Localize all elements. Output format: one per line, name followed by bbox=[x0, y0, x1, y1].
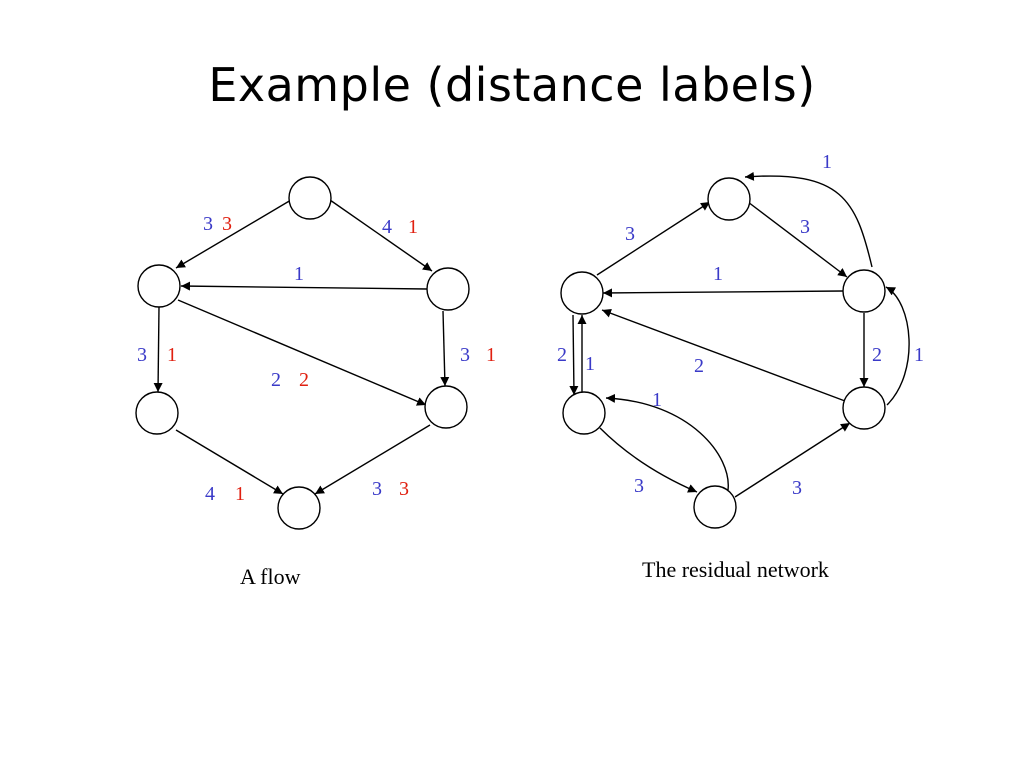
flow-node-left-upper bbox=[137, 264, 181, 308]
residual-edge-label: 2 bbox=[557, 344, 567, 366]
residual-graph-caption: The residual network bbox=[642, 557, 829, 582]
residual-edge-right-upper-top bbox=[744, 171, 873, 268]
residual-edge-label: 2 bbox=[872, 344, 882, 366]
residual-edge-label: 1 bbox=[585, 353, 595, 375]
flow-edge-right-lower-bottom bbox=[314, 424, 431, 495]
flow-node-top bbox=[288, 176, 332, 220]
residual-edge-left-upper-left-lower bbox=[569, 314, 579, 396]
residual-edge-bottom-right-lower bbox=[734, 422, 851, 498]
flow-edge-capacity-label: 3 bbox=[203, 213, 213, 235]
flow-node-right-upper bbox=[426, 267, 470, 311]
residual-edge-top-right-upper bbox=[747, 201, 848, 278]
flow-node-left-lower bbox=[135, 391, 179, 435]
flow-edge-capacity-label: 3 bbox=[137, 344, 147, 366]
residual-edge-left-lower-bottom bbox=[599, 427, 698, 493]
flow-edge-flow-label: 1 bbox=[408, 216, 418, 238]
residual-node-top bbox=[707, 177, 751, 221]
residual-node-left-upper bbox=[560, 271, 604, 315]
flow-graph-caption: A flow bbox=[240, 564, 301, 589]
flow-edge-flow-label: 3 bbox=[222, 213, 232, 235]
flow-graph: 3 3 4 1 1 3 1 3 1 2 2 4 1 3 3 A flow bbox=[135, 176, 496, 589]
flow-edge-left-lower-bottom bbox=[175, 429, 284, 495]
residual-edge-label: 3 bbox=[792, 477, 802, 499]
residual-edge-right-upper-left-upper bbox=[602, 288, 844, 298]
flow-edge-flow-label: 3 bbox=[399, 478, 409, 500]
residual-node-left-lower bbox=[562, 391, 606, 435]
residual-edge-label: 3 bbox=[625, 223, 635, 245]
flow-edge-capacity-label: 4 bbox=[205, 483, 215, 505]
flow-edge-top-left-upper bbox=[175, 199, 292, 269]
residual-edge-right-lower-left-upper bbox=[601, 308, 846, 402]
residual-edge-label: 1 bbox=[914, 344, 924, 366]
flow-node-bottom bbox=[277, 486, 321, 530]
flow-node-right-lower bbox=[424, 385, 468, 429]
flow-edge-capacity-label: 3 bbox=[460, 344, 470, 366]
residual-node-bottom bbox=[693, 485, 737, 529]
residual-edge-bottom-left-lower bbox=[605, 393, 729, 491]
flow-edge-flow-label: 1 bbox=[235, 483, 245, 505]
flow-edge-flow-label: 2 bbox=[299, 369, 309, 391]
flow-edge-capacity-label: 3 bbox=[372, 478, 382, 500]
residual-edge-label: 3 bbox=[800, 216, 810, 238]
flow-edge-top-right-upper bbox=[329, 199, 433, 272]
residual-edge-left-upper-top bbox=[596, 201, 711, 276]
flow-edge-right-upper-left-upper bbox=[180, 281, 428, 291]
residual-edge-label: 1 bbox=[652, 389, 662, 411]
residual-edge-right-lower-right-upper bbox=[885, 286, 910, 406]
flow-edge-left-upper-left-lower bbox=[153, 306, 163, 393]
flow-edge-flow-label: 1 bbox=[167, 344, 177, 366]
flow-edge-left-upper-right-lower bbox=[177, 299, 427, 406]
residual-graph: 3 3 1 1 2 1 2 2 1 1 3 3 The residual net… bbox=[557, 151, 924, 582]
residual-edge-label: 3 bbox=[634, 475, 644, 497]
residual-edge-label: 2 bbox=[694, 355, 704, 377]
flow-edge-capacity-label: 4 bbox=[382, 216, 392, 238]
flow-edge-capacity-label: 1 bbox=[294, 263, 304, 285]
residual-node-right-upper bbox=[842, 269, 886, 313]
residual-node-right-lower bbox=[842, 386, 886, 430]
flow-edge-flow-label: 1 bbox=[486, 344, 496, 366]
residual-edge-label: 1 bbox=[822, 151, 832, 173]
flow-edge-capacity-label: 2 bbox=[271, 369, 281, 391]
residual-edge-label: 1 bbox=[713, 263, 723, 285]
slide-title: Example (distance labels) bbox=[208, 58, 816, 112]
flow-edge-right-upper-right-lower bbox=[440, 310, 450, 387]
